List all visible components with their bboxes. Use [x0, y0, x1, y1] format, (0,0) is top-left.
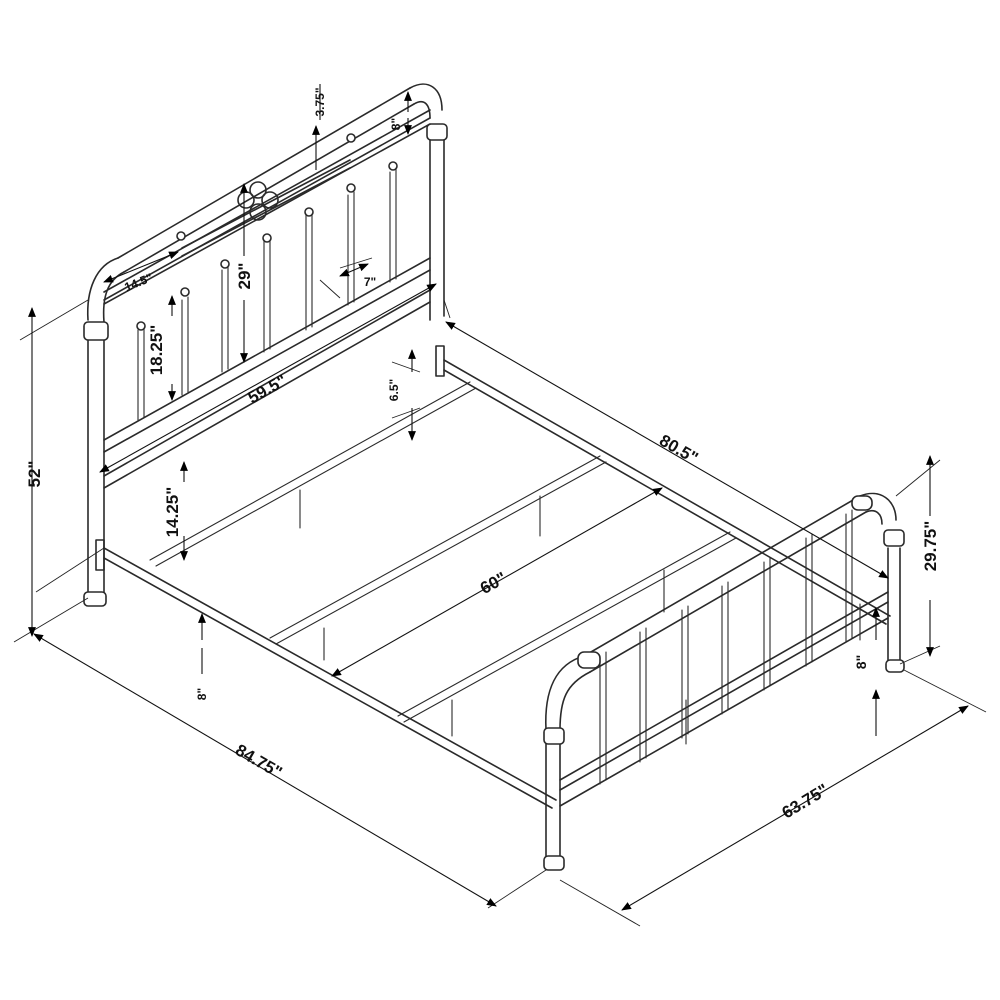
label-lower-spindle: 18.25"	[147, 325, 166, 376]
post-cap-icon	[83, 321, 109, 341]
label-headboard-slot-width: 14.5"	[122, 270, 154, 294]
label-headboard-cap: 3.75"	[313, 87, 327, 116]
post-foot-icon	[543, 855, 565, 871]
label-spindle-height: 29"	[235, 263, 254, 290]
bed-frame-drawing	[83, 83, 905, 871]
label-headboard-top-rail: 8"	[389, 118, 403, 130]
label-footboard-height: 29.75"	[921, 521, 940, 572]
footboard	[543, 492, 905, 871]
headboard	[83, 83, 448, 607]
post-cap-icon	[577, 651, 601, 669]
label-floor-to-rail: 14.25"	[163, 487, 182, 538]
label-headboard-width: 59.5"	[245, 371, 290, 408]
label-rail-height: 6.5"	[387, 379, 401, 401]
post-cap-icon	[883, 529, 905, 547]
dim-line-overall-width	[621, 705, 969, 911]
post-foot-icon	[83, 591, 107, 607]
post-cap-icon	[426, 123, 448, 141]
scroll-ornament-icon	[237, 181, 279, 221]
dim-line-slot-width	[103, 251, 179, 283]
dimension-lines	[28, 84, 969, 911]
rail-bracket-icon	[95, 539, 105, 571]
label-overall-height: 52"	[25, 461, 44, 488]
dim-line-spindle-spacing	[339, 263, 369, 277]
dim-line-overall-length	[33, 633, 497, 907]
label-ground-clearance: 8"	[195, 688, 209, 700]
label-footboard-clearance: 8"	[853, 655, 869, 669]
label-overall-length: 84.75"	[232, 740, 285, 782]
rail-bracket-icon	[435, 345, 445, 377]
dim-line-interior-length	[445, 321, 889, 579]
slats	[149, 381, 861, 745]
post-cap-icon	[543, 727, 565, 745]
dim-line-headboard-width	[99, 283, 437, 473]
post-cap-icon	[851, 495, 873, 511]
label-spindle-spacing: 7"	[364, 275, 376, 289]
post-foot-icon	[885, 659, 905, 673]
label-interior-width: 60"	[477, 568, 510, 598]
label-interior-length: 80.5"	[656, 431, 701, 468]
label-overall-width: 63.75"	[779, 780, 832, 822]
